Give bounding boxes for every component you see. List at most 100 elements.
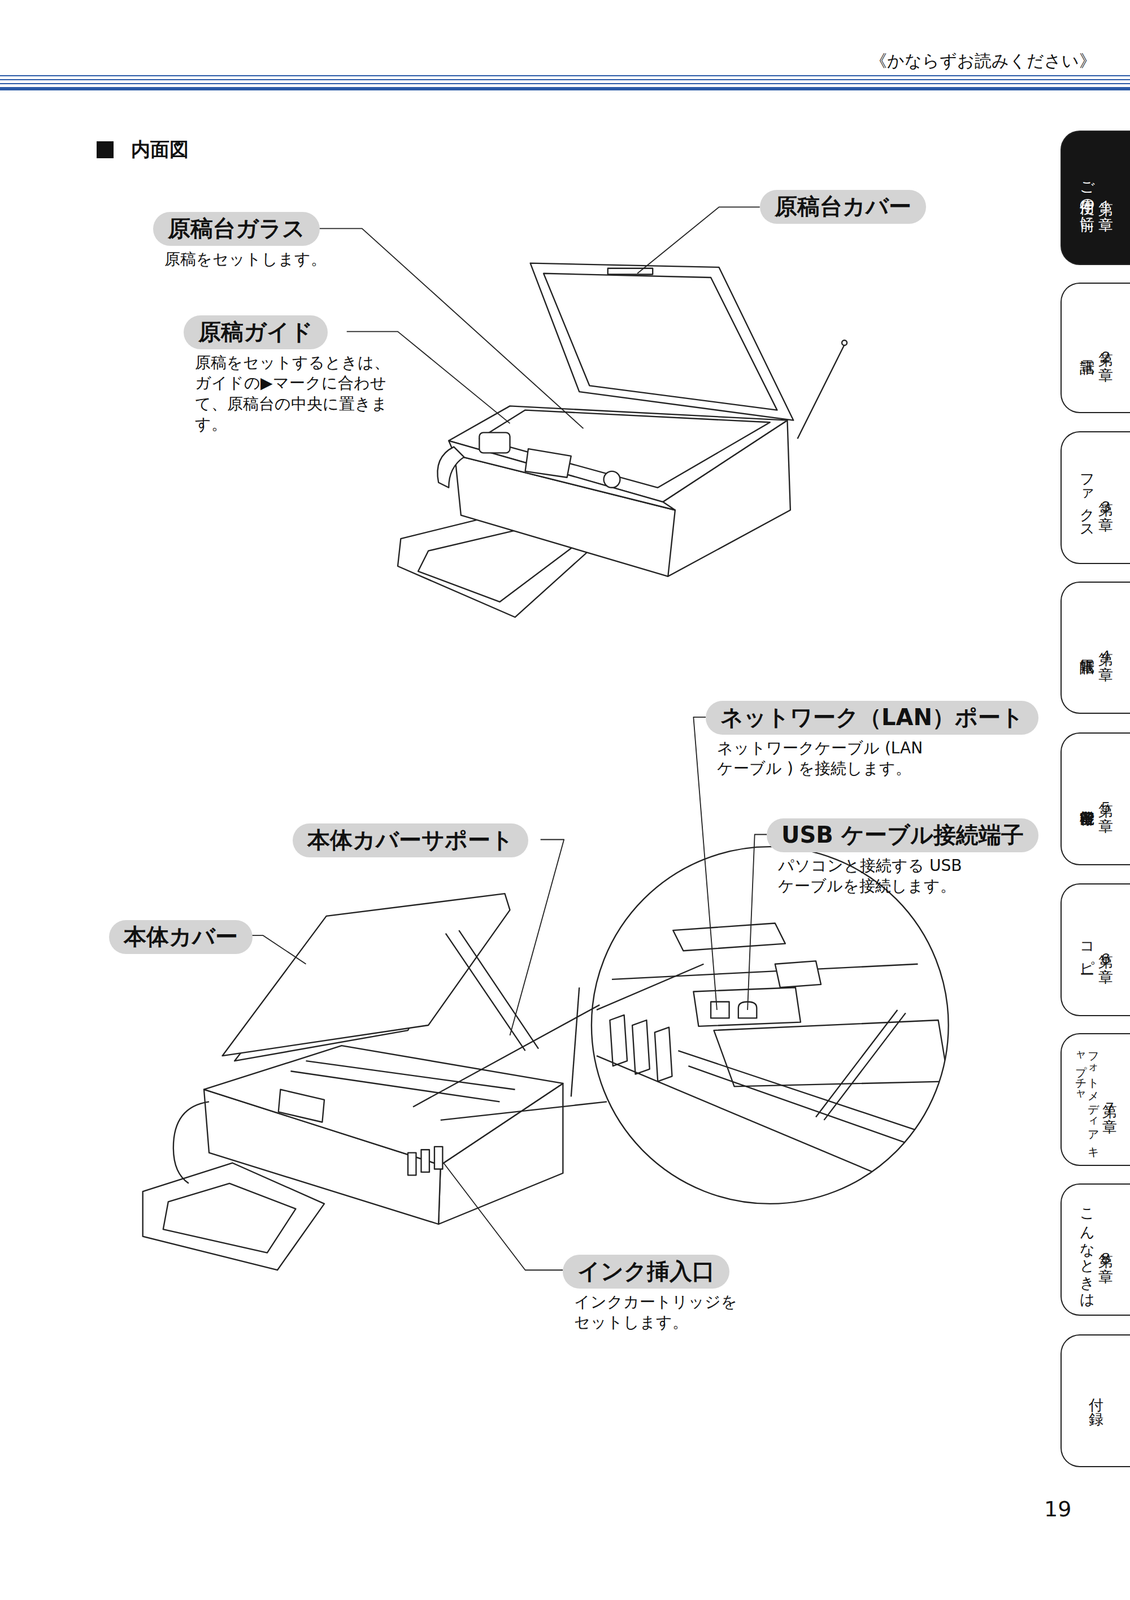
header-note: 《かならずお読みください》 <box>870 49 1097 73</box>
paper-tray-inner <box>163 1183 297 1253</box>
callout-label: USB ケーブル接続端子パソコンと接続する USB ケーブルを接続します。 <box>766 818 1039 853</box>
ink-slot <box>632 1019 650 1075</box>
detail-frame <box>714 1019 949 1086</box>
chapter-tab: 第３章ファクス <box>1060 431 1130 564</box>
callout-label: 原稿台ガラス原稿をセットします。 <box>153 211 320 246</box>
zoom-leader <box>413 1004 600 1107</box>
chapter-tab: 第４章電話帳 <box>1060 581 1130 714</box>
chapter-number: 第２章 <box>1097 340 1115 356</box>
part-name: ネットワーク（LAN）ポート <box>705 700 1039 735</box>
part-description: パソコンと接続する USB ケーブルを接続します。 <box>778 855 1027 897</box>
ink-cartridge <box>407 1152 416 1176</box>
chapter-tab: 第７章フォトメディア キャプチャ <box>1060 1032 1130 1166</box>
detail-rod <box>823 1012 906 1120</box>
chapter-number: 第７章 <box>1101 1092 1119 1107</box>
lan-port <box>710 1001 729 1019</box>
zoom-leader <box>440 1101 607 1120</box>
antenna <box>571 987 580 1097</box>
page-number: 19 <box>1044 1496 1072 1521</box>
scanner-glass <box>479 410 770 488</box>
callout-label: 本体カバーサポート <box>292 823 529 858</box>
detail-line <box>596 1055 949 1204</box>
part-description: 原稿をセットします。 <box>164 249 402 270</box>
detail-line <box>678 1050 954 1142</box>
callout-label: 本体カバー <box>109 919 253 954</box>
chapter-title: コピー <box>1079 932 1096 967</box>
chapter-tab: 第５章留守番機能 <box>1060 732 1130 866</box>
part-description: 原稿をセットするときは、ガイドの▶マークに合わせて、原稿台の中央に置きます。 <box>194 352 406 436</box>
lcd-screen <box>525 448 572 478</box>
cover-support <box>458 929 539 1049</box>
part-name: 原稿台ガラス <box>153 211 320 246</box>
carriage-rail <box>290 1070 500 1102</box>
port-housing <box>693 987 801 1027</box>
chapter-tab: 第６章コピー <box>1060 883 1130 1016</box>
detail-panel <box>672 923 786 951</box>
callout-label: 原稿ガイド原稿をセットするときは、ガイドの▶マークに合わせて、原稿台の中央に置き… <box>183 315 328 350</box>
chapter-tab: 第１章ご使用の前に <box>1060 130 1130 265</box>
lcd-screen <box>278 1089 325 1123</box>
detail-line <box>688 1065 949 1158</box>
handset <box>437 446 464 488</box>
chapter-number: 第３章 <box>1097 490 1115 506</box>
detail-line <box>611 963 919 980</box>
chapter-title: こんなときは <box>1079 1198 1096 1301</box>
ink-cartridge <box>420 1149 429 1172</box>
chapter-number: 第８章 <box>1097 1241 1115 1257</box>
part-name: 原稿ガイド <box>183 315 328 350</box>
header-rule <box>0 79 1130 81</box>
header-rule <box>0 75 1130 77</box>
chapter-number: 第５章 <box>1097 791 1115 807</box>
panel-dial <box>603 471 621 488</box>
handset-cord <box>173 1101 210 1183</box>
header-rule <box>0 87 1130 91</box>
header-rules <box>0 75 1130 89</box>
part-name: インク挿入口 <box>562 1254 730 1289</box>
antenna <box>797 344 845 439</box>
ink-slot <box>654 1027 673 1082</box>
part-name: 本体カバーサポート <box>292 823 529 858</box>
callout-label: インク挿入口インクカートリッジをセットします。 <box>562 1254 730 1289</box>
zoom-detail <box>596 923 954 1204</box>
part-name: USB ケーブル接続端子 <box>766 818 1039 853</box>
chapter-title: ご使用の前に <box>1079 172 1096 224</box>
leader-line <box>443 1162 563 1271</box>
chapter-title: フォトメディア キャプチャ <box>1074 1044 1100 1155</box>
callout-label: ネットワーク（LAN）ポートネットワークケーブル (LAN ケーブル ) を接続… <box>705 700 1039 735</box>
cover-support <box>445 933 526 1051</box>
part-description: インクカートリッジをセットします。 <box>574 1291 738 1333</box>
leader-line <box>637 206 760 273</box>
printer-opening <box>203 1045 563 1165</box>
cover-handle <box>607 268 653 275</box>
chapter-tab: 付録 <box>1060 1333 1130 1467</box>
part-name: 原稿台カバー <box>759 189 927 224</box>
zoom-circle <box>591 846 949 1204</box>
part-name: 本体カバー <box>109 919 253 954</box>
leader-line <box>747 833 767 1010</box>
printer-top <box>448 405 788 502</box>
chapter-number: 第１章 <box>1097 190 1115 206</box>
header-rule <box>0 83 1130 85</box>
callout-label: 原稿台カバー <box>759 189 927 224</box>
antenna-tip <box>841 340 847 346</box>
section-title: 内面図 <box>131 136 189 163</box>
chapter-title: ファクス <box>1079 463 1096 532</box>
title-square <box>96 141 114 159</box>
detail-line <box>596 963 704 1010</box>
detail-rod <box>815 1009 898 1118</box>
scanner-cover-inner <box>543 273 777 411</box>
chapter-tab: 第２章電話 <box>1060 282 1130 414</box>
scanner-cover <box>530 263 794 421</box>
keypad <box>479 432 510 453</box>
part-description: ネットワークケーブル (LAN ケーブル ) を接続します。 <box>716 737 943 780</box>
leader-line <box>693 716 717 1010</box>
printer-drawings <box>142 206 954 1270</box>
ink-slot <box>609 1014 628 1066</box>
chapter-tab: 第８章こんなときは <box>1060 1183 1130 1316</box>
leader-line <box>244 935 306 964</box>
chapter-number: 第４章 <box>1097 640 1115 655</box>
main-cover <box>222 893 510 1056</box>
ink-cartridge <box>434 1146 443 1169</box>
leader-line <box>510 839 565 1036</box>
carriage-rail <box>306 1060 516 1090</box>
